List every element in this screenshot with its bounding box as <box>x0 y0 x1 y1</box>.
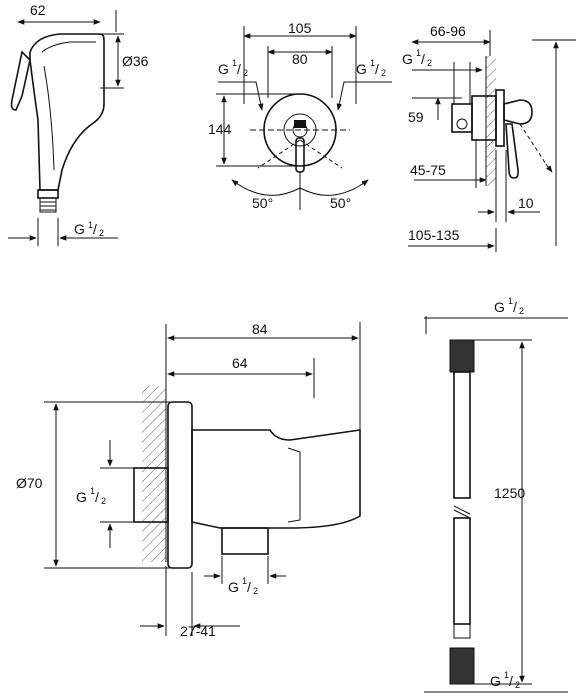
spray-thread-label: G <box>74 221 85 237</box>
elbow-thread-bottom: G <box>228 579 239 595</box>
svg-text:/: / <box>421 51 425 67</box>
dim-elbow-diameter: Ø70 <box>16 475 43 491</box>
svg-text:/: / <box>237 61 241 77</box>
svg-text:/: / <box>93 221 97 237</box>
svg-text:1: 1 <box>416 48 421 58</box>
hose-thread-bottom: G <box>490 673 501 689</box>
angle-left: 50° <box>252 195 273 211</box>
dim-side-depth: 66-96 <box>430 23 466 39</box>
dim-elbow-length: 84 <box>252 321 268 337</box>
svg-text:1: 1 <box>90 486 95 496</box>
svg-text:/: / <box>375 61 379 77</box>
spray-thread-num: 1 <box>88 220 93 230</box>
front-thread-left: G <box>218 61 229 77</box>
dim-side-range: 45-75 <box>410 162 446 178</box>
svg-text:/: / <box>513 299 517 315</box>
spray-thread-den: 2 <box>99 228 104 238</box>
dim-side-projection: 105-135 <box>408 227 460 243</box>
wall-elbow-view: 84 64 Ø70 G 1 / 2 G 1 / <box>16 321 361 639</box>
svg-text:2: 2 <box>243 68 248 78</box>
dim-spray-diameter: Ø36 <box>122 53 149 69</box>
hose-view: G 1 / 2 1250 G 1 / 2 <box>424 296 568 693</box>
angle-right: 50° <box>330 195 351 211</box>
svg-text:2: 2 <box>519 306 524 316</box>
svg-text:1: 1 <box>242 576 247 586</box>
svg-text:1: 1 <box>504 670 509 680</box>
svg-text:2: 2 <box>427 58 432 68</box>
svg-text:/: / <box>95 489 99 505</box>
svg-text:/: / <box>509 673 513 689</box>
svg-text:2: 2 <box>101 496 106 506</box>
svg-text:/: / <box>247 579 251 595</box>
dim-front-spacing: 80 <box>292 51 308 67</box>
dim-spray-width: 62 <box>30 2 46 18</box>
side-thread-label: G <box>402 51 413 67</box>
elbow-thread-side: G <box>76 489 87 505</box>
front-thread-right: G <box>356 61 367 77</box>
hose-thread-top: G <box>494 299 505 315</box>
dim-front-height: 144 <box>208 121 232 137</box>
dim-front-width: 105 <box>288 20 312 36</box>
dim-elbow-wall: 27-41 <box>180 623 216 639</box>
dim-side-edge: 10 <box>518 195 534 211</box>
front-valve-view: 105 80 G 1 / 2 G 1 / 2 144 <box>208 20 392 211</box>
svg-text:1: 1 <box>232 58 237 68</box>
svg-text:2: 2 <box>253 586 258 596</box>
dim-elbow-depth: 64 <box>232 355 248 371</box>
dim-side-offset: 59 <box>408 109 424 125</box>
spray-head-view: 62 Ø36 G 1 / 2 <box>8 2 149 246</box>
svg-text:1: 1 <box>508 296 513 306</box>
svg-text:2: 2 <box>515 680 520 690</box>
svg-text:1: 1 <box>370 58 375 68</box>
side-valve-view: 66-96 G 1 / 2 59 45-75 <box>402 23 576 252</box>
svg-text:2: 2 <box>381 68 386 78</box>
dim-hose-length: 1250 <box>494 485 525 501</box>
